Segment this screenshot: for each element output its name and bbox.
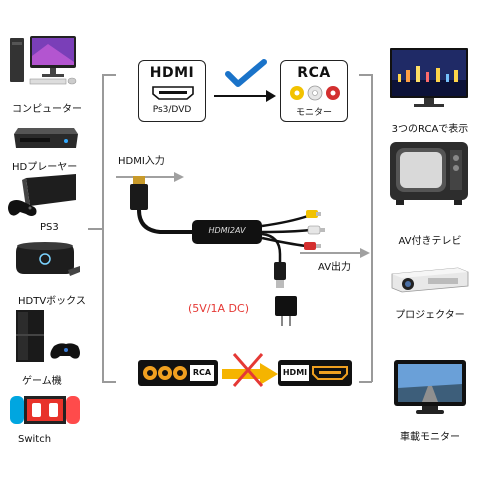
power-spec-label: (5V/1A DC) xyxy=(188,302,249,315)
left-bracket-bottom xyxy=(102,381,116,383)
right-bracket-bottom xyxy=(359,381,372,383)
av-output-arrow-icon xyxy=(300,244,372,258)
check-mark-icon xyxy=(224,58,268,88)
hdmi-card-logo: HDMI xyxy=(149,65,195,81)
cross-mark-icon xyxy=(230,350,266,390)
car-monitor-icon xyxy=(392,358,468,416)
ps3-console-icon xyxy=(6,172,80,220)
device-label-flat-tv: 3つのRCAで表示 xyxy=(391,124,469,135)
rca-tag-label: RCA xyxy=(190,365,214,381)
adapter-box-label: HDMI2AV xyxy=(208,226,246,235)
hdmi-tag-port-icon xyxy=(312,366,348,380)
switch-console-icon xyxy=(8,392,82,428)
right-bracket-vertical xyxy=(371,74,373,382)
device-label-crt-tv: AV付きテレビ xyxy=(398,236,462,247)
projector-icon xyxy=(388,258,470,298)
hdmi-input-label: HDMI入力 xyxy=(118,156,165,167)
power-adapter-icon xyxy=(273,294,299,328)
flat-tv-icon xyxy=(388,44,470,114)
hdmi-port-icon xyxy=(152,85,194,100)
crt-tv-icon xyxy=(388,136,470,206)
av-output-label: AV出力 xyxy=(318,262,352,273)
arrow-right-icon xyxy=(214,88,276,102)
rca-target-card: RCA モニター xyxy=(280,60,348,122)
rca-card-logo: RCA xyxy=(297,65,331,81)
hdmi-card-sub: Ps3/DVD xyxy=(152,105,192,115)
hdmi-to-av-cable xyxy=(120,170,352,300)
left-bracket-top xyxy=(102,74,116,76)
right-bracket-top xyxy=(359,74,372,76)
device-label-car-monitor: 車載モニター xyxy=(400,432,460,443)
computer-icon xyxy=(8,34,82,86)
hdmi-source-card: HDMI Ps3/DVD xyxy=(138,60,206,122)
hdtv-box-icon xyxy=(8,236,82,282)
game-console-icon xyxy=(8,308,82,364)
device-label-ps3: PS3 xyxy=(40,222,59,233)
device-label-projector: プロジェクター xyxy=(395,310,465,321)
hdmi-target-tag: HDMI xyxy=(278,360,352,386)
device-label-game-console: ゲーム機 xyxy=(22,376,62,387)
device-label-switch: Switch xyxy=(18,434,52,445)
rca-card-sub: モニター xyxy=(295,108,332,118)
device-label-computer: コンピューター xyxy=(12,104,82,115)
device-label-hdtv-box: HDTVボックス xyxy=(18,296,86,307)
device-label-hd-player: HDプレーヤー xyxy=(12,162,78,173)
hd-player-icon xyxy=(10,124,82,154)
rca-tag-jacks-icon xyxy=(143,366,187,380)
hdmi-tag-label: HDMI xyxy=(281,365,309,381)
left-bracket-mid xyxy=(88,228,104,230)
hdmi-input-arrow-icon xyxy=(116,168,186,182)
rca-jacks-icon xyxy=(288,85,342,101)
rca-source-tag: RCA xyxy=(138,360,218,386)
